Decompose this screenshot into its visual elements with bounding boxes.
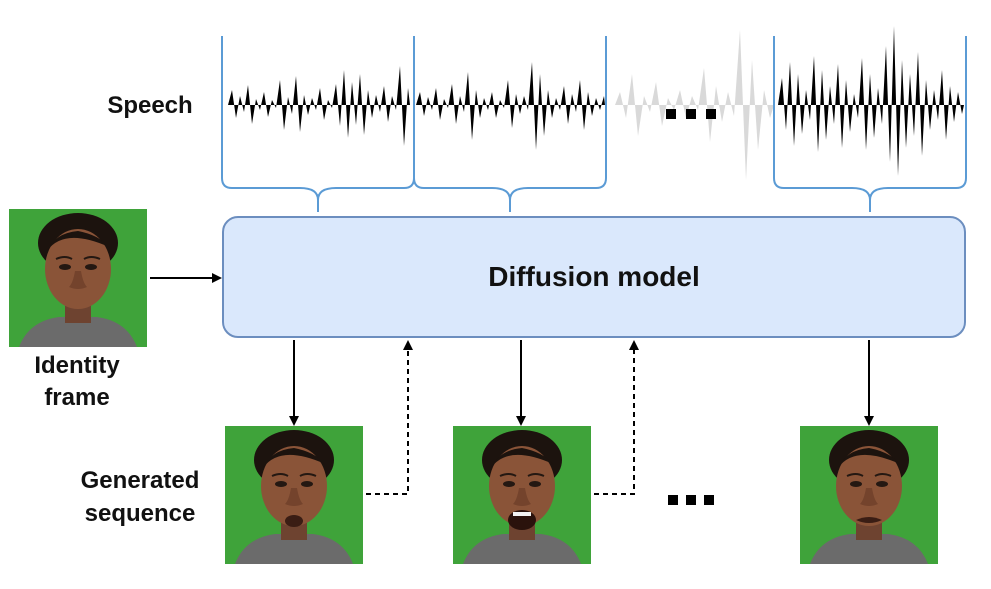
speech-bracket-3 (773, 36, 967, 212)
speech-bracket-1 (221, 36, 415, 212)
speech-waveform-1 (228, 66, 410, 146)
speech-waveform-3 (778, 26, 964, 176)
generated-ellipsis-icon (668, 495, 714, 505)
generated-label-line1: Generated (80, 467, 200, 494)
diffusion-model-box: Diffusion model (222, 216, 966, 338)
speech-waveform-2 (416, 62, 605, 150)
generated-frame-3 (799, 425, 939, 565)
identity-frame-label: Identity frame (2, 350, 152, 414)
identity-frame-image (8, 208, 148, 348)
speech-label: Speech (107, 92, 193, 119)
identity-label-line1: Identity (34, 352, 120, 379)
identity-label-line2: frame (44, 384, 110, 411)
diffusion-model-title: Diffusion model (488, 261, 700, 292)
waveform-ellipsis-icon (666, 109, 716, 119)
speech-bracket-2 (413, 36, 607, 212)
generated-sequence-label: Generated sequence (60, 464, 220, 530)
generated-label-line2: sequence (84, 500, 196, 527)
feedback-arrow-1 (366, 340, 413, 495)
feedback-arrow-2 (594, 340, 639, 495)
generated-frame-1 (224, 425, 364, 565)
generated-frame-2 (452, 425, 592, 565)
speech-waveform-faded (615, 30, 774, 180)
